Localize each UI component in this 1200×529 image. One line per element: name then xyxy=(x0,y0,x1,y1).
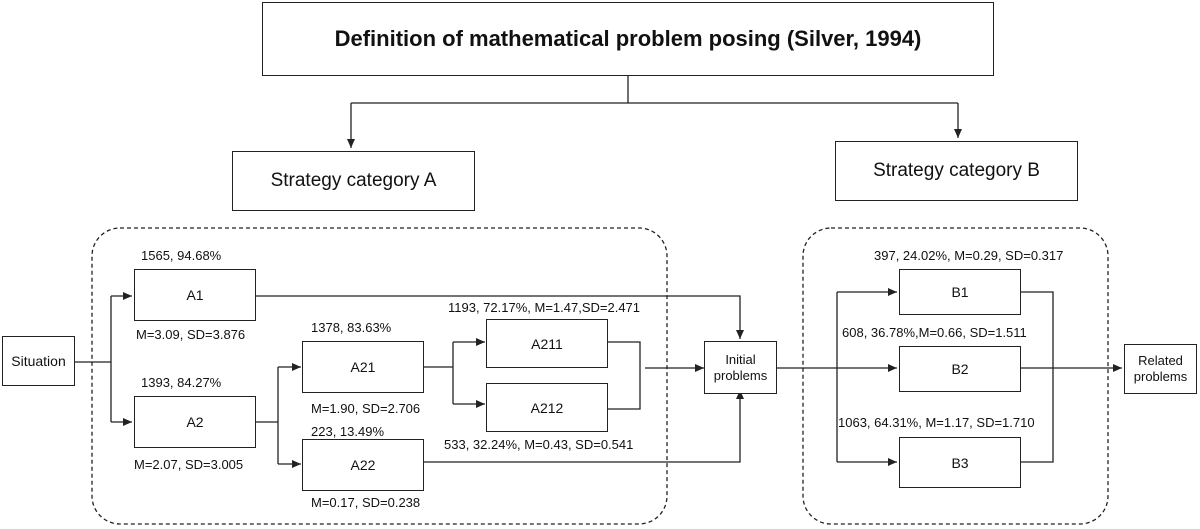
initial-problems-label-line1: Initial xyxy=(725,351,756,367)
a211-stats-label: 1193, 72.17%, M=1.47,SD=2.471 xyxy=(448,300,641,315)
a21-count-label: 1378, 83.63% xyxy=(311,320,392,335)
b2-stats-label: 608, 36.78%,M=0.66, SD=1.511 xyxy=(842,325,1027,340)
group-b-dashed-border xyxy=(802,227,1109,525)
a22-count-label: 223, 13.49% xyxy=(311,424,385,439)
related-problems-label-line1: Related xyxy=(1138,353,1183,368)
a2-count-label: 1393, 84.27% xyxy=(141,375,222,390)
category-a-box: Strategy category A xyxy=(232,151,475,211)
a1-label: A1 xyxy=(186,287,204,303)
b2-box: B2 xyxy=(899,346,1021,392)
b3-label: B3 xyxy=(951,454,969,471)
b3-stats-label: 1063, 64.31%, M=1.17, SD=1.710 xyxy=(838,415,1035,430)
a211-label: A211 xyxy=(531,335,563,352)
a2-box: A2 xyxy=(134,396,256,448)
initial-problems-label-line2: problems xyxy=(713,367,768,383)
b1-label: B1 xyxy=(951,284,969,300)
b1-box: B1 xyxy=(899,269,1021,315)
category-b-label: Strategy category B xyxy=(873,160,1040,181)
initial-problems-box: Initial problems xyxy=(704,341,777,394)
a22-label: A22 xyxy=(350,457,376,473)
a212-label: A212 xyxy=(530,399,564,416)
situation-box: Situation xyxy=(2,336,75,386)
a1-count-label: 1565, 94.68% xyxy=(141,248,222,263)
arrow-a22-to-initial xyxy=(424,390,744,463)
a22-box: A22 xyxy=(302,439,424,491)
a1-box: A1 xyxy=(134,269,256,321)
a211-box: A211 xyxy=(486,319,608,368)
category-a-label: Strategy category A xyxy=(270,170,437,191)
a21-mean-label: M=1.90, SD=2.706 xyxy=(311,401,421,416)
b1-stats-label: 397, 24.02%, M=0.29, SD=0.317 xyxy=(874,248,1064,263)
title-box: Definition of mathematical problem posin… xyxy=(262,2,994,76)
b3-box: B3 xyxy=(899,437,1021,488)
a21-box: A21 xyxy=(302,341,424,393)
related-problems-label-line2: problems xyxy=(1133,369,1188,384)
a2-mean-label: M=2.07, SD=3.005 xyxy=(134,457,244,472)
group-a-dashed-border xyxy=(91,227,668,525)
b1-b3-merge xyxy=(1021,291,1054,463)
a212-box: A212 xyxy=(486,383,608,432)
arrow-a1-to-initial xyxy=(256,295,744,339)
a21-label: A21 xyxy=(350,359,376,375)
b2-label: B2 xyxy=(951,361,969,377)
a2-label: A2 xyxy=(186,414,204,430)
category-b-box: Strategy category B xyxy=(835,141,1078,201)
a212-stats-label: 533, 32.24%, M=0.43, SD=0.541 xyxy=(444,437,634,452)
situation-label: Situation xyxy=(11,353,66,369)
diagram-title: Definition of mathematical problem posin… xyxy=(334,26,922,51)
a211-a212-merge xyxy=(608,341,641,410)
a1-mean-label: M=3.09, SD=3.876 xyxy=(136,327,246,342)
related-problems-box: Related problems xyxy=(1124,344,1197,394)
a22-mean-label: M=0.17, SD=0.238 xyxy=(311,495,421,510)
